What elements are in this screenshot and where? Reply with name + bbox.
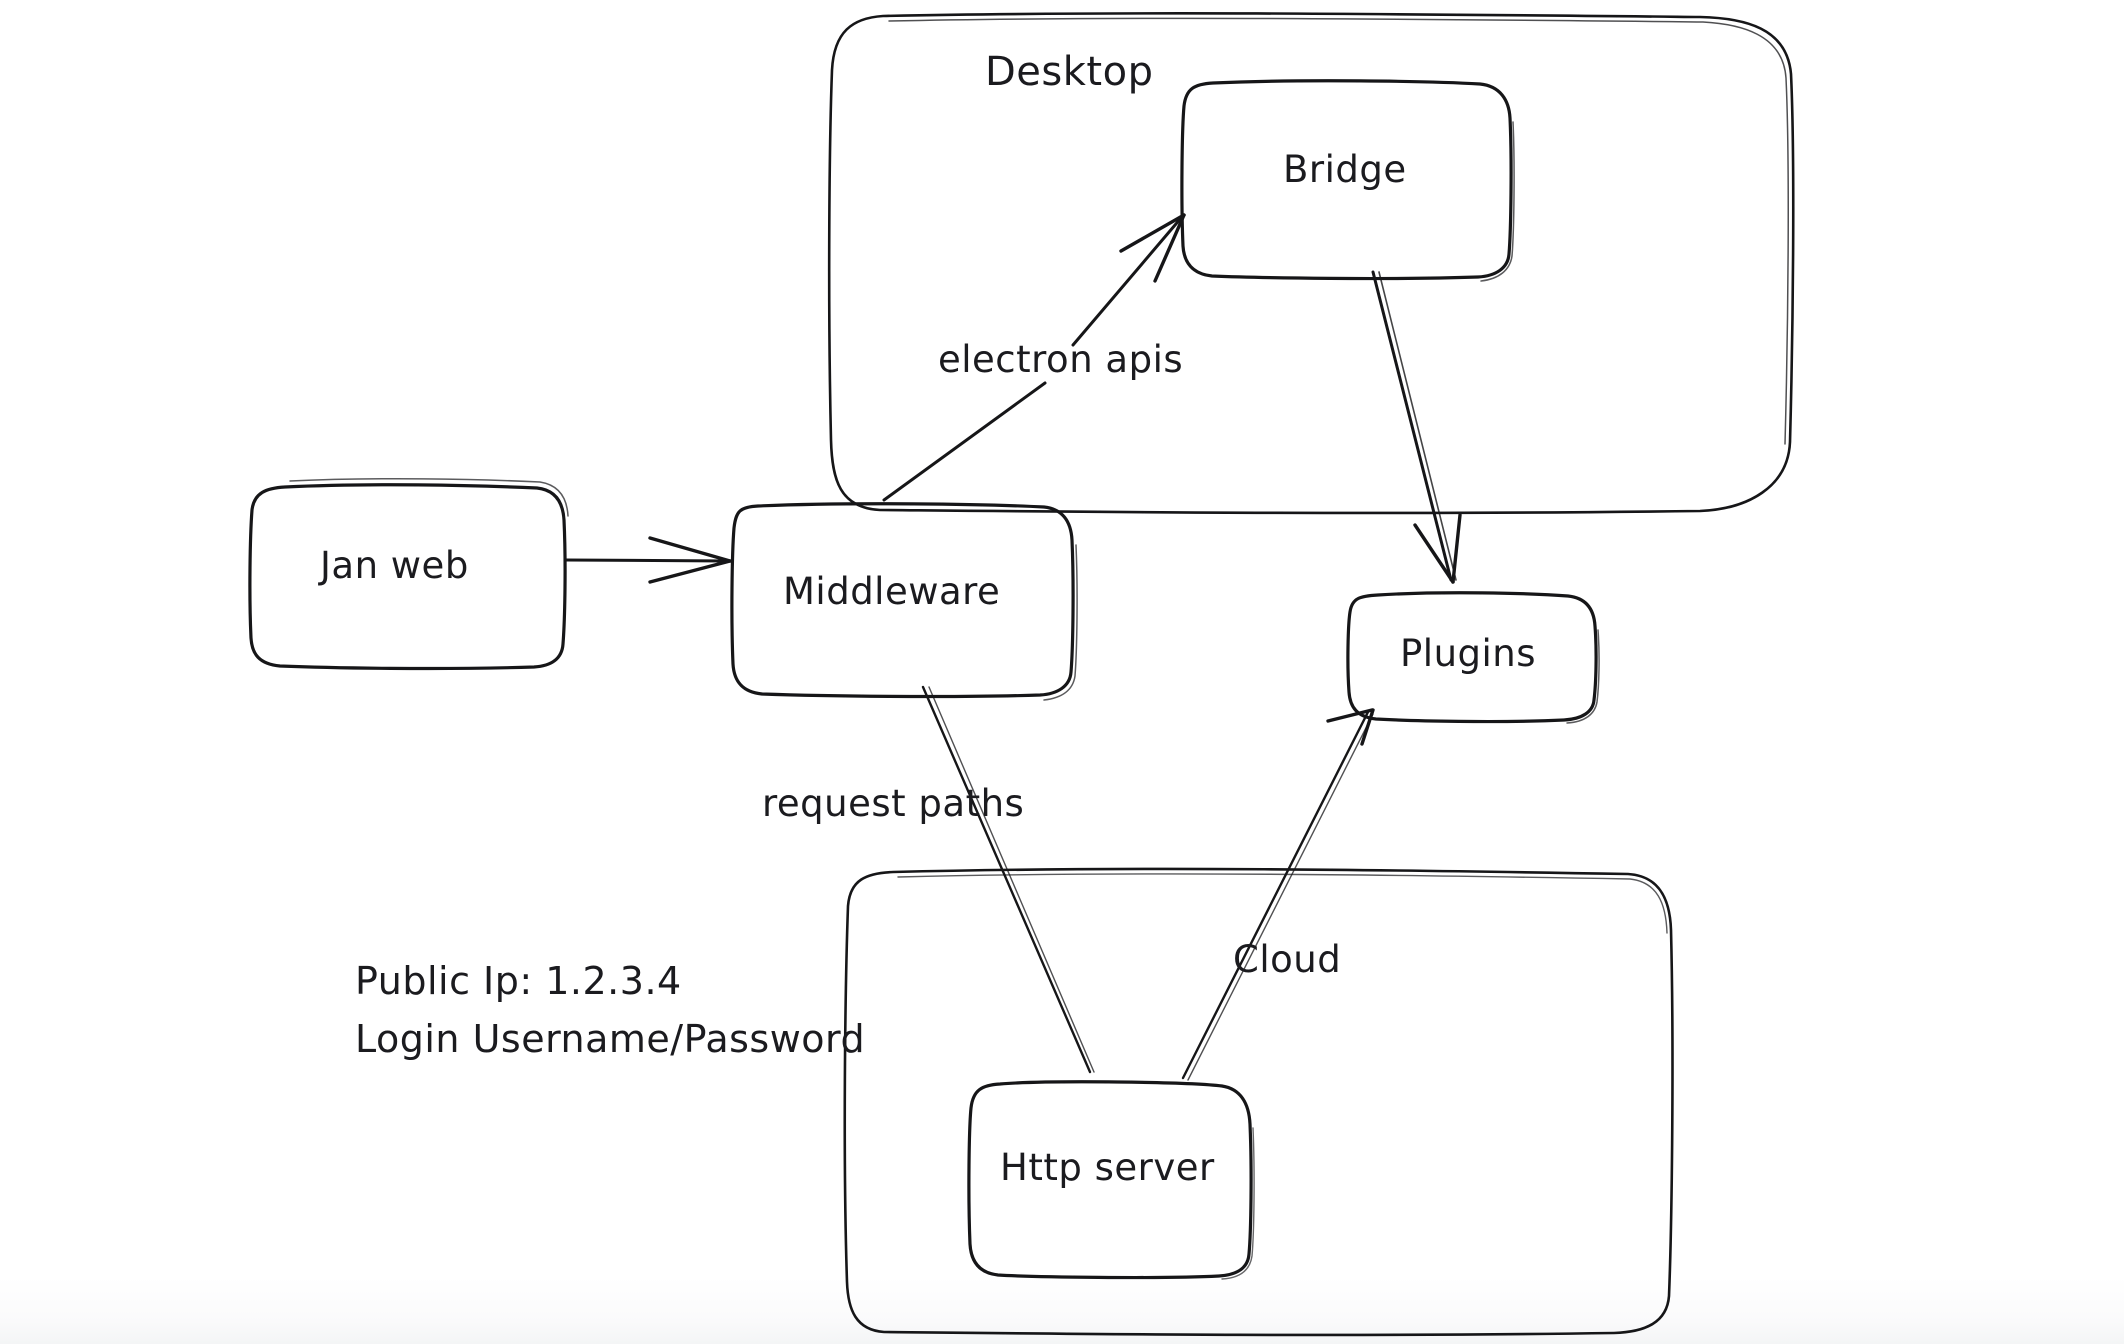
container-cloud[interactable] <box>843 867 1674 1337</box>
node-http-server-label: Http server <box>1000 1146 1215 1189</box>
note-login: Login Username/Password <box>355 1017 865 1061</box>
edge-label-cloud: Cloud <box>1233 938 1341 981</box>
container-desktop[interactable] <box>827 12 1795 515</box>
node-plugins[interactable]: Plugins <box>1346 591 1600 724</box>
node-middleware-label: Middleware <box>783 570 1000 613</box>
edge-http-server-to-plugins[interactable] <box>1181 708 1375 1081</box>
node-bridge[interactable]: Bridge <box>1180 79 1515 282</box>
edge-jan-web-to-middleware[interactable] <box>564 536 732 584</box>
edge-label-electron-apis: electron apis <box>938 338 1183 381</box>
node-plugins-label: Plugins <box>1400 632 1536 675</box>
note-public-ip: Public Ip: 1.2.3.4 <box>355 959 682 1003</box>
node-bridge-label: Bridge <box>1283 148 1407 191</box>
edge-bridge-to-plugins[interactable] <box>1371 270 1462 584</box>
edge-middleware-to-bridge[interactable] <box>882 213 1186 502</box>
edge-label-request-paths: request paths <box>762 782 1024 825</box>
container-desktop-label: Desktop <box>985 49 1153 95</box>
node-middleware[interactable]: Middleware <box>730 502 1078 701</box>
node-http-server[interactable]: Http server <box>967 1080 1255 1280</box>
node-jan-web[interactable]: Jan web <box>248 478 569 671</box>
edge-middleware-to-http-server[interactable] <box>921 685 1095 1074</box>
node-jan-web-label: Jan web <box>318 544 469 587</box>
